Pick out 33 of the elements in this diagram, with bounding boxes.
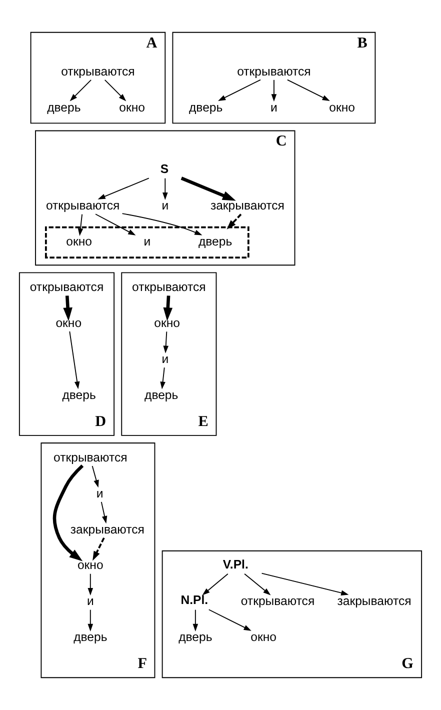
node-text: и xyxy=(144,234,151,249)
node-text: окно xyxy=(329,100,356,114)
node-text: открываются xyxy=(61,64,135,78)
node-text: и xyxy=(270,100,278,114)
node-text: дверь xyxy=(74,630,108,644)
node-text: окно xyxy=(77,558,104,572)
node-text: закрываются xyxy=(337,594,412,608)
node-text: окно xyxy=(56,316,82,330)
node-text: N.Pl. xyxy=(180,593,208,608)
node-text: дверь xyxy=(178,630,212,644)
node-text: дверь xyxy=(47,100,81,114)
node-text: и xyxy=(96,486,104,500)
node-text: открываются xyxy=(30,280,104,294)
node-text: окно xyxy=(66,234,92,249)
node-text: открываются xyxy=(54,450,128,464)
node-text: V.Pl. xyxy=(222,557,248,572)
node-text: открываются xyxy=(46,198,120,213)
node-text: окно xyxy=(154,316,180,330)
node-text: закрываются xyxy=(70,522,144,536)
node-text: S xyxy=(160,162,169,176)
node-text: дверь xyxy=(62,388,96,402)
node-text: открываются xyxy=(237,64,311,78)
node-text: открываются xyxy=(132,280,206,294)
node-text: закрываются xyxy=(210,198,284,213)
node-text: дверь xyxy=(144,388,178,402)
node-text: дверь xyxy=(198,234,232,249)
node-text: дверь xyxy=(189,100,223,114)
node-text: окно xyxy=(250,630,276,644)
node-text: и xyxy=(162,352,169,366)
node-text: открываются xyxy=(240,594,315,608)
node-text: и xyxy=(86,594,94,608)
node-text: окно xyxy=(119,100,145,114)
node-text: и xyxy=(162,198,169,213)
